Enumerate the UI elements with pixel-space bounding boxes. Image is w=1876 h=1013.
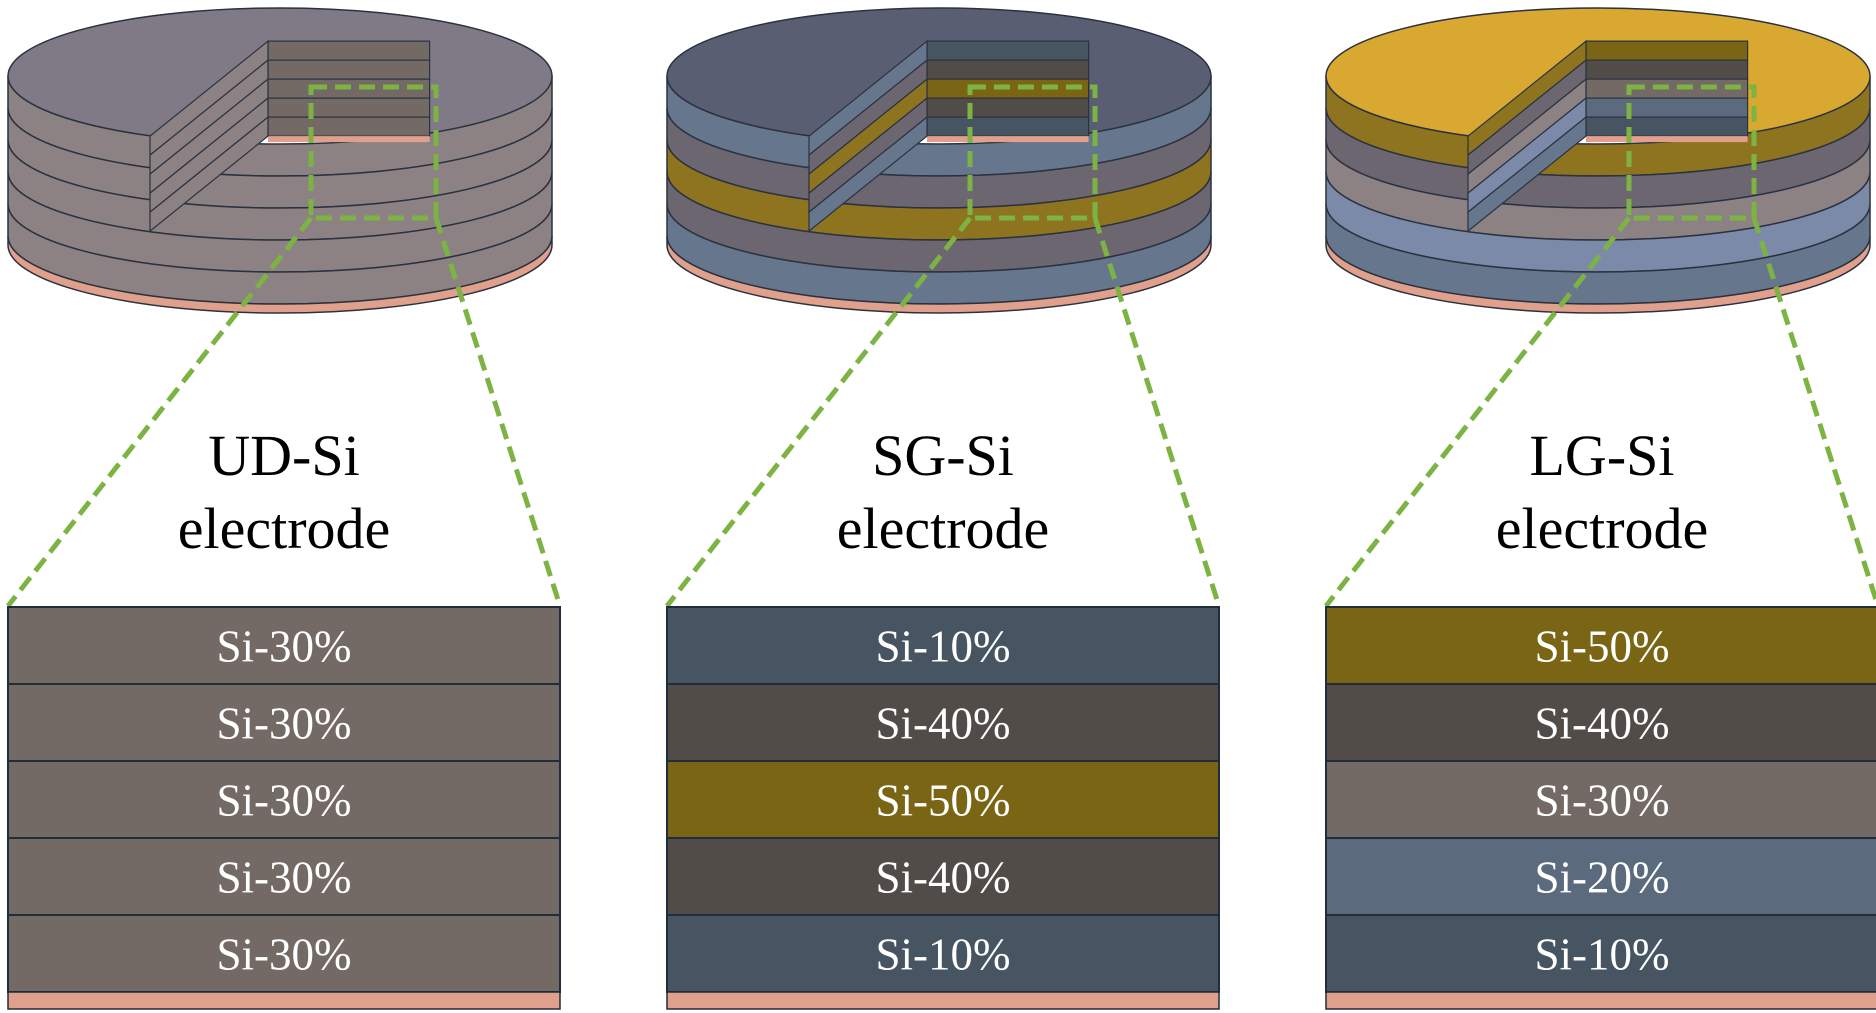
layer-band	[7, 683, 561, 762]
disk-cut-faces	[149, 39, 431, 233]
layer-label: Si-10%	[876, 622, 1011, 672]
electrode-title: UD-Si	[208, 423, 359, 488]
cut-face-layer	[267, 97, 431, 118]
cut-face-layer	[267, 40, 431, 61]
electrode-subtitle: electrode	[178, 496, 391, 561]
layer-band	[666, 837, 1220, 916]
current-collector-layer	[7, 991, 561, 1010]
layer-label: Si-50%	[1535, 622, 1670, 672]
electrode-panel-ud-si: UD-SielectrodeSi-30%Si-30%Si-30%Si-30%Si…	[6, 7, 563, 1010]
layer-label: Si-30%	[1535, 776, 1670, 826]
layer-label: Si-30%	[217, 853, 352, 903]
layer-label: Si-40%	[1535, 699, 1670, 749]
layer-label: Si-30%	[217, 930, 352, 980]
layer-band	[7, 760, 561, 839]
electrode-panel-sg-si: SG-SielectrodeSi-10%Si-40%Si-50%Si-40%Si…	[665, 7, 1222, 1010]
cut-face-layer	[267, 116, 431, 137]
cut-face-current-collector	[268, 136, 430, 143]
layer-band	[1325, 683, 1876, 762]
zoom-box	[967, 84, 1098, 221]
layer-stack: Si-30% Si-30% Si-30% Si-30% Si-30%	[7, 606, 561, 1010]
zoom-line-right	[1092, 217, 1222, 607]
electrode-disk-3d	[1325, 7, 1871, 314]
disk-cut-faces	[808, 39, 1090, 233]
zoom-callout	[1324, 84, 1876, 608]
zoom-box	[1626, 84, 1757, 221]
zoom-line-left	[1324, 216, 1631, 608]
cut-face-layer	[926, 59, 1090, 80]
layer-stack: Si-10% Si-40% Si-50% Si-40% Si-10%	[666, 606, 1220, 1010]
layer-stack: Si-50% Si-40% Si-30% Si-20% Si-10%	[1325, 606, 1876, 1010]
cut-face-layer	[926, 116, 1090, 137]
layer-label: Si-30%	[217, 776, 352, 826]
zoom-line-right	[1751, 217, 1876, 607]
cut-face-current-collector	[1586, 136, 1748, 143]
layer-label: Si-10%	[1535, 930, 1670, 980]
layer-band	[666, 683, 1220, 762]
disk-cut-faces	[1467, 39, 1749, 233]
electrode-disk-3d	[7, 7, 553, 314]
layer-label: Si-20%	[1535, 853, 1670, 903]
cut-face-layer	[267, 59, 431, 80]
layer-label: Si-30%	[217, 699, 352, 749]
cut-face-layer	[926, 40, 1090, 61]
layer-band	[666, 760, 1220, 839]
layer-label: Si-30%	[217, 622, 352, 672]
cut-face-layer	[1585, 59, 1749, 80]
layer-band	[1325, 606, 1876, 685]
cut-face-current-collector	[927, 136, 1089, 143]
cut-face-layer	[926, 97, 1090, 118]
layer-band	[1325, 837, 1876, 916]
zoom-line-left	[6, 216, 313, 608]
electrode-disk-3d	[666, 7, 1212, 314]
electrode-subtitle: electrode	[837, 496, 1050, 561]
cut-face-layer	[1585, 97, 1749, 118]
cut-face-side-layer	[808, 115, 928, 233]
layer-band	[1325, 914, 1876, 993]
electrode-title: SG-Si	[872, 423, 1014, 488]
electrode-title: LG-Si	[1530, 423, 1675, 488]
layer-band	[7, 606, 561, 685]
current-collector-layer	[1325, 991, 1876, 1010]
zoom-callout	[6, 84, 563, 608]
layer-label: Si-40%	[876, 853, 1011, 903]
layer-band	[1325, 760, 1876, 839]
cut-face-layer	[1585, 116, 1749, 137]
layer-label: Si-50%	[876, 776, 1011, 826]
cut-face-side-layer	[1467, 115, 1587, 233]
zoom-box	[308, 84, 439, 221]
layer-band	[666, 606, 1220, 685]
disk-current-collector	[1325, 235, 1871, 314]
cut-face-layer	[1585, 40, 1749, 61]
disk-current-collector	[666, 235, 1212, 314]
layer-band	[7, 837, 561, 916]
cut-face-side-layer	[149, 115, 269, 233]
current-collector-layer	[666, 991, 1220, 1010]
zoom-line-right	[433, 217, 563, 607]
disk-current-collector	[7, 235, 553, 314]
electrode-subtitle: electrode	[1496, 496, 1709, 561]
zoom-line-left	[665, 216, 972, 608]
layer-label: Si-40%	[876, 699, 1011, 749]
zoom-callout	[665, 84, 1222, 608]
electrode-panel-lg-si: LG-SielectrodeSi-50%Si-40%Si-30%Si-20%Si…	[1324, 7, 1876, 1010]
layer-label: Si-10%	[876, 930, 1011, 980]
layer-band	[7, 914, 561, 993]
